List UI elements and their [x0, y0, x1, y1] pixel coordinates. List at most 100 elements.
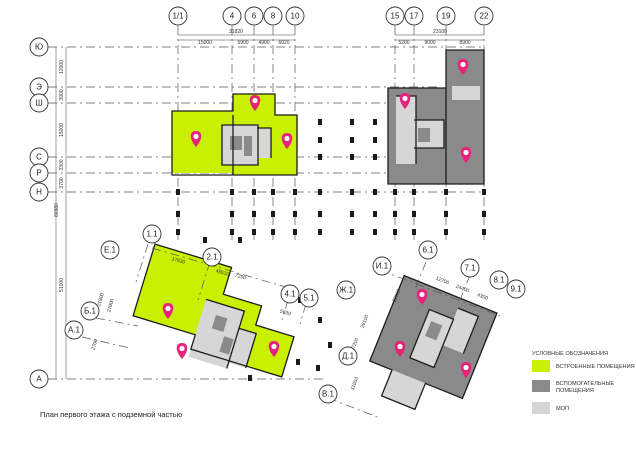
- column-marker: [318, 211, 322, 217]
- column-marker: [230, 189, 234, 195]
- column-marker: [373, 137, 377, 143]
- rotated-axis-bubbles: Е.1 Б.1 А.1 1.1 2.1 4.1 5.1 И.1 Ж.1 Д.1 …: [64, 224, 526, 404]
- column-marker: [412, 189, 416, 195]
- location-pin-icon: [268, 341, 280, 357]
- column-marker: [393, 189, 397, 195]
- dim-rot: 17630: [171, 256, 186, 266]
- axis-label-rot: 2.1: [206, 253, 218, 262]
- column-marker: [230, 211, 234, 217]
- axis-label-rot: Д.1: [342, 352, 355, 361]
- dim-top-right-total: 23100: [433, 29, 447, 35]
- location-pin-icon: [162, 303, 174, 319]
- column-marker: [318, 189, 322, 195]
- column-marker: [176, 211, 180, 217]
- location-pin-icon: [416, 289, 428, 305]
- location-pin-icon: [281, 133, 293, 149]
- dim-top-left-part: 5900: [237, 40, 248, 46]
- column-marker: [176, 189, 180, 195]
- left-axis-bubbles: Ю Э Ш С Р Н А: [29, 37, 49, 389]
- legend-title: УСЛОВНЫЕ ОБОЗНАЧЕНИЯ: [532, 351, 608, 357]
- top-axis-bubbles: 1/1 4 6 8 10 15 17 19 22: [168, 6, 494, 26]
- column-marker: [238, 237, 242, 243]
- dim-left-part: 12000: [59, 60, 65, 74]
- building-bottom-right: [368, 274, 498, 411]
- dim-rot: 7250: [234, 273, 247, 282]
- dim-rot: 12700: [435, 276, 450, 287]
- axis-label-left: С: [36, 153, 42, 162]
- axis-label-left: А: [36, 375, 42, 384]
- column-marker: [482, 189, 486, 195]
- column-marker: [444, 211, 448, 217]
- column-marker: [350, 137, 354, 143]
- dim-top-left-total: 31820: [229, 29, 243, 35]
- column-marker: [393, 211, 397, 217]
- axis-label-left: Н: [36, 188, 42, 197]
- dim-top-left-part: 15000: [198, 40, 212, 46]
- column-marker: [373, 189, 377, 195]
- axis-label-left: Ю: [35, 43, 43, 52]
- location-pin-icon: [399, 93, 411, 109]
- dim-rot: 5630: [279, 309, 292, 318]
- axis-label-top: 10: [291, 12, 300, 21]
- vertical-grid-lines: [177, 26, 485, 240]
- axis-label-top: 4: [230, 12, 235, 21]
- axis-label-rot: И.1: [376, 262, 389, 271]
- legend-swatch-built-in: [532, 360, 550, 372]
- axis-label-rot: Е.1: [104, 246, 117, 255]
- axis-label-left: Э: [36, 83, 42, 92]
- location-pin-icon: [176, 343, 188, 359]
- axis-label-top: 8: [271, 12, 276, 21]
- dim-rot: 45510: [215, 268, 230, 278]
- axis-label-top: 1/1: [172, 12, 184, 21]
- axis-label-top: 17: [410, 12, 419, 21]
- dim-rot: 37200: [350, 337, 361, 352]
- dim-rot: 27900: [106, 298, 116, 313]
- legend-swatch-auxiliary: [532, 380, 550, 392]
- location-pin-icon: [457, 59, 469, 75]
- column-marker: [350, 229, 354, 235]
- dim-left-part: 15000: [59, 123, 65, 137]
- dim-rot: 21800: [96, 292, 106, 307]
- dim-rot: 11650: [350, 376, 361, 391]
- axis-label-top: 6: [252, 12, 257, 21]
- column-marker: [318, 229, 322, 235]
- column-marker: [293, 189, 297, 195]
- building-top-right: [387, 49, 485, 185]
- column-marker: [271, 211, 275, 217]
- axis-label-rot: 5.1: [303, 294, 315, 303]
- axis-label-rot: 4.1: [284, 290, 296, 299]
- column-marker: [373, 154, 377, 160]
- column-marker: [271, 229, 275, 235]
- column-marker: [412, 229, 416, 235]
- location-pin-icon: [460, 362, 472, 378]
- column-marker: [482, 229, 486, 235]
- location-pin-icon: [249, 95, 261, 111]
- column-marker: [318, 137, 322, 143]
- legend-label: ВСПОМОГАТЕЛЬНЫЕ ПОМЕЩЕНИЯ: [556, 381, 616, 394]
- column-marker: [444, 189, 448, 195]
- axis-label-rot: Б.1: [84, 307, 96, 316]
- column-marker: [252, 229, 256, 235]
- column-marker: [373, 229, 377, 235]
- dim-left-part: 3900: [59, 89, 65, 100]
- location-pin-icon: [460, 147, 472, 163]
- legend-label: МОП: [556, 406, 569, 412]
- location-pin-icon: [394, 341, 406, 357]
- dim-left-total: 86980: [54, 203, 60, 217]
- dim-left-part: 3700: [59, 177, 65, 188]
- column-marker: [373, 211, 377, 217]
- legend-label: ВСТРОЕННЫЕ ПОМЕЩЕНИЯ: [556, 364, 635, 370]
- column-markers: [176, 119, 486, 381]
- column-marker: [293, 229, 297, 235]
- location-markers: [162, 59, 472, 378]
- column-marker: [316, 365, 320, 371]
- dim-rot: 26100: [360, 314, 371, 329]
- column-marker: [318, 119, 322, 125]
- axis-label-rot: А.1: [68, 326, 81, 335]
- column-marker: [350, 189, 354, 195]
- dim-top-left-part: 6020: [278, 40, 289, 46]
- plan-caption: План первого этажа с подземной частью: [40, 410, 183, 419]
- axis-label-rot: 6.1: [422, 246, 434, 255]
- column-marker: [252, 211, 256, 217]
